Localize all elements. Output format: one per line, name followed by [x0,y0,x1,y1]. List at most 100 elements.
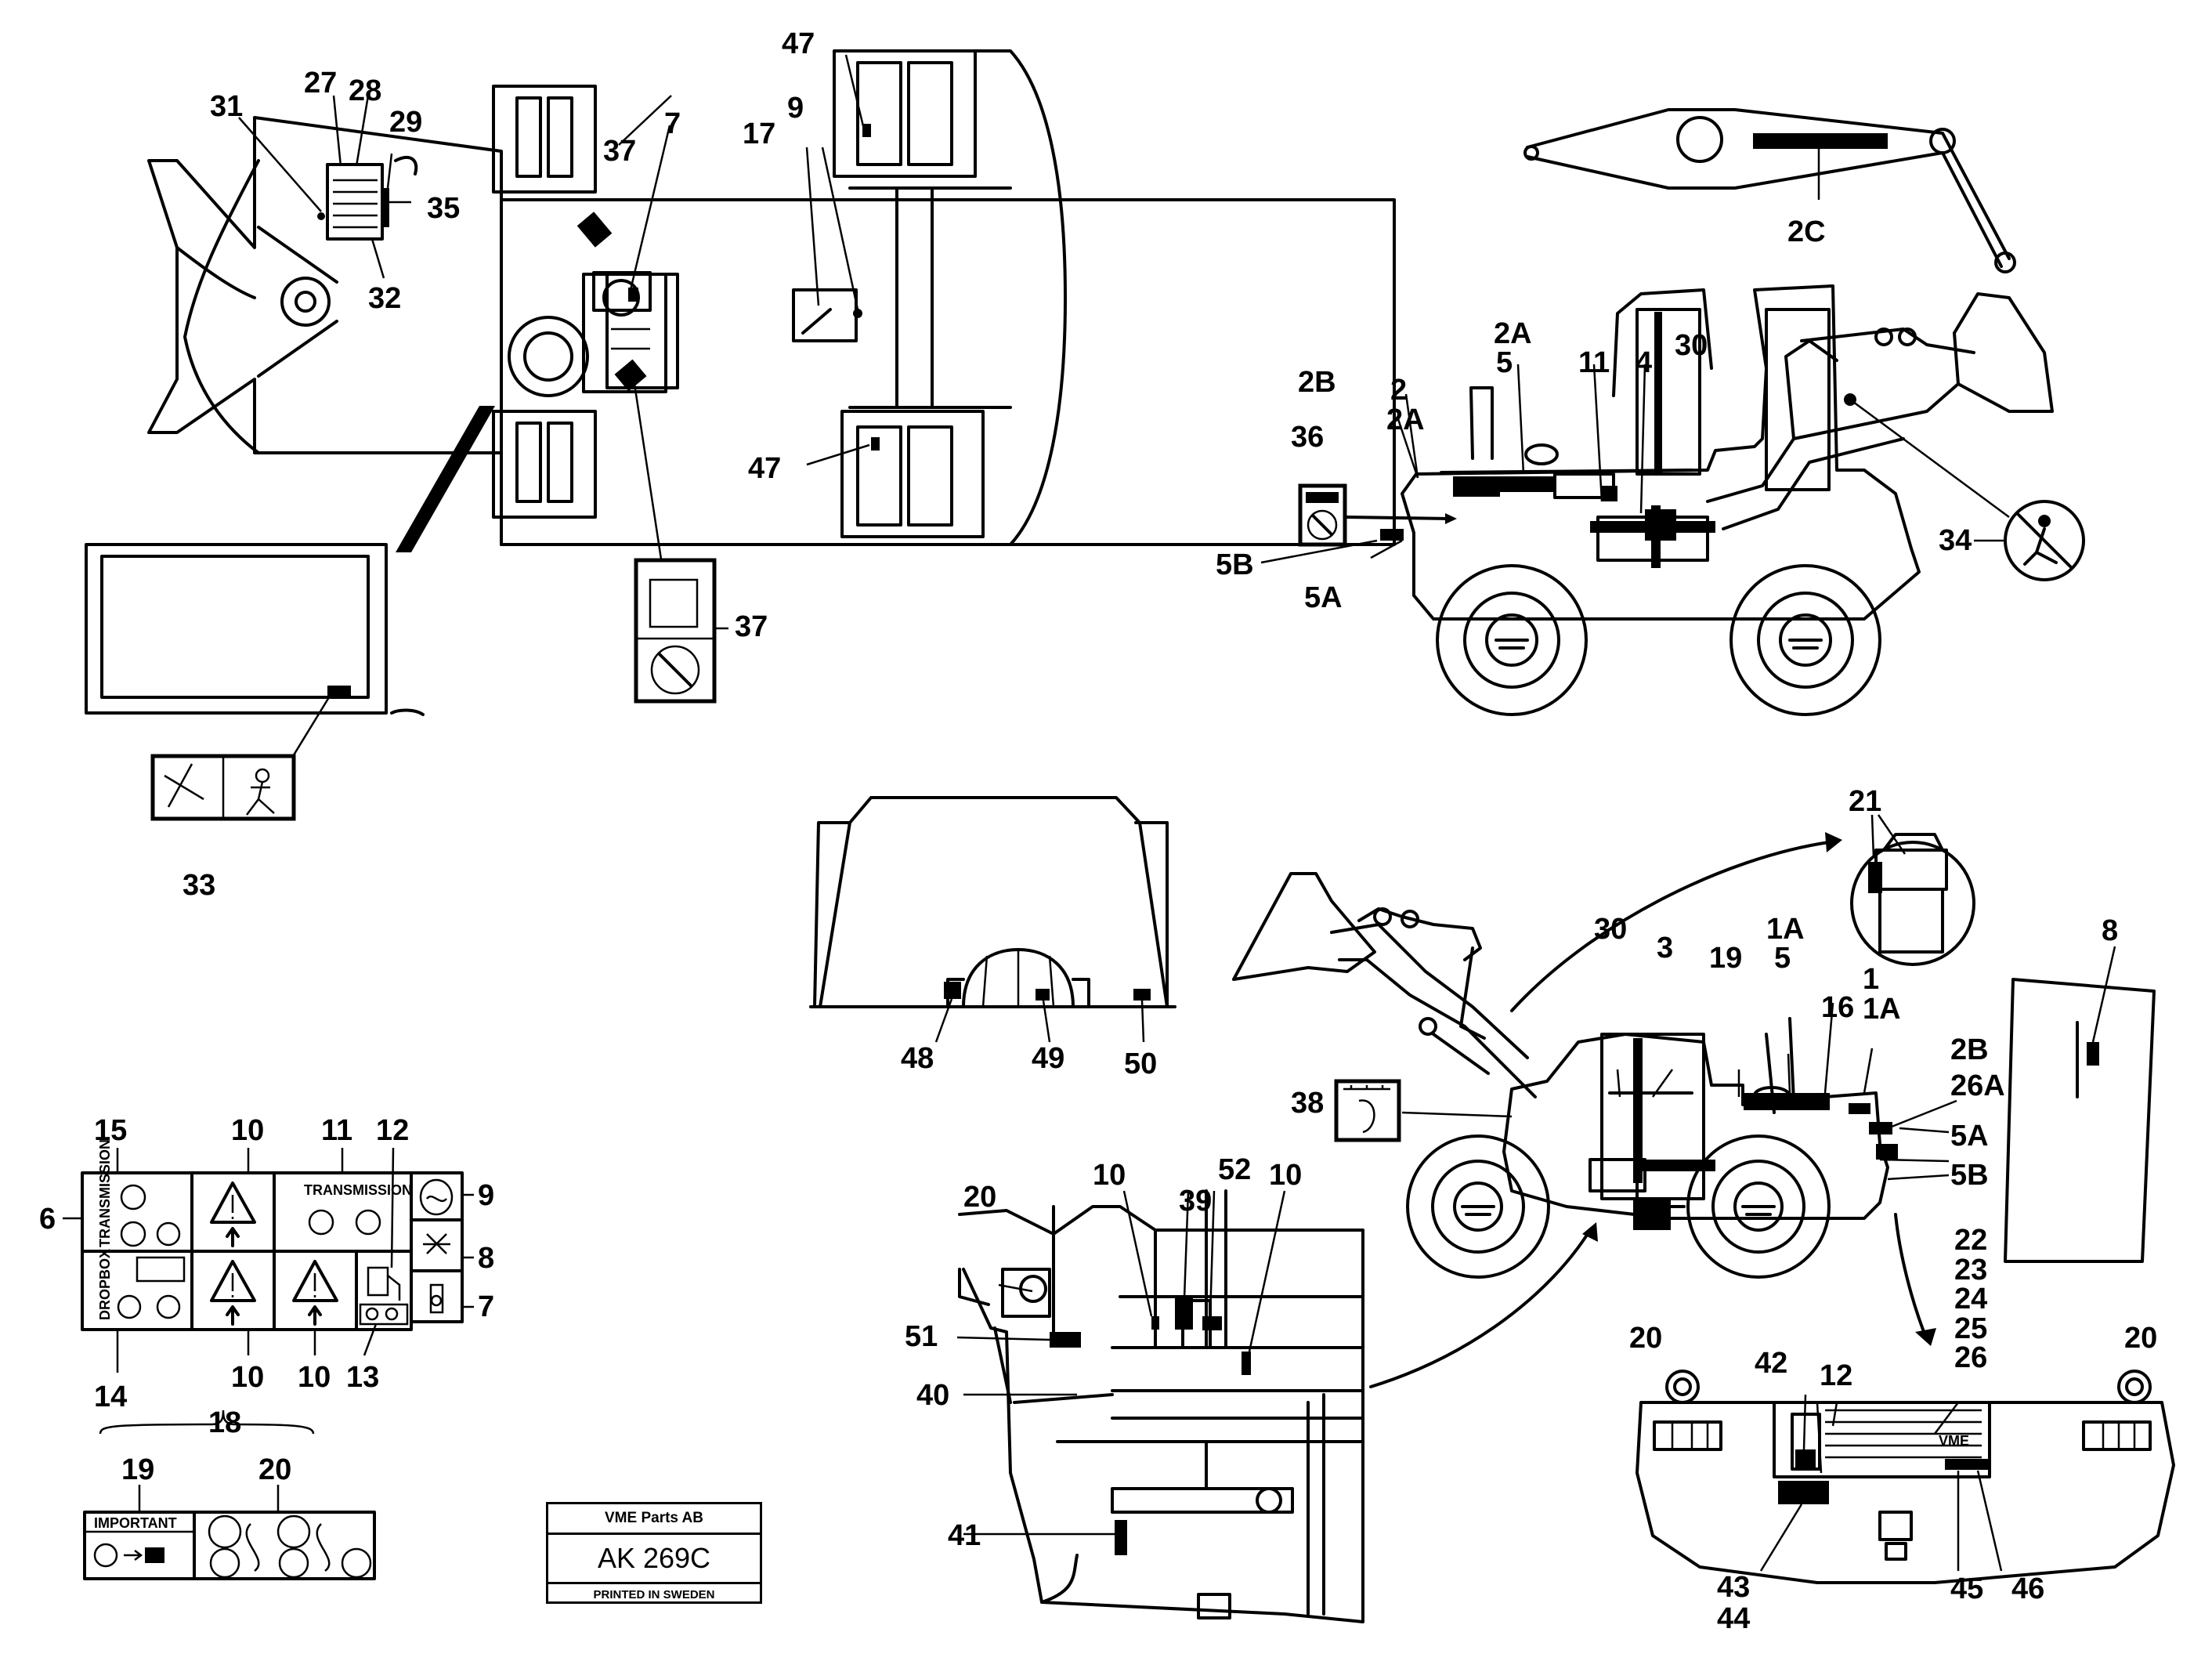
label-5b-top: 5B [1216,548,1254,581]
title-block: VME Parts AB AK 269C PRINTED IN SWEDEN [546,1502,762,1604]
label-44: 44 [1717,1602,1750,1635]
label-8-door: 8 [2102,914,2118,947]
label-27: 27 [304,67,337,100]
decal-grid [63,1147,474,1373]
label-30-top: 30 [1675,329,1708,362]
label-8-decal: 8 [478,1242,494,1275]
label-16: 16 [1821,991,1854,1024]
label-19-b: 19 [1709,942,1742,975]
label-18: 18 [208,1406,241,1439]
label-35: 35 [427,192,460,225]
label-31: 31 [210,90,243,123]
label-5a-b: 5A [1950,1120,1989,1153]
label-49: 49 [1032,1042,1064,1075]
label-3: 3 [1657,932,1673,964]
decal-dropbox: DROPBOX [97,1249,113,1320]
label-33: 33 [183,869,215,902]
label-10-bottom-2: 10 [298,1361,331,1394]
label-12-decal: 12 [376,1114,409,1147]
label-10-frame-2: 10 [1269,1159,1302,1192]
counterweight-rear [1636,1370,2175,1584]
label-10-top: 10 [231,1114,264,1147]
label-1a-top: 1A [1766,913,1805,946]
label-10-frame-1: 10 [1093,1159,1126,1192]
title-company: VME Parts AB [548,1504,760,1535]
label-2c: 2C [1787,215,1826,248]
label-50: 50 [1124,1048,1157,1080]
label-14: 14 [94,1381,127,1413]
label-23: 23 [1954,1254,1987,1286]
label-36: 36 [1291,421,1324,454]
label-45: 45 [1950,1572,1983,1605]
label-42: 42 [1755,1347,1787,1380]
label-4: 4 [1636,346,1652,379]
label-20-frame: 20 [963,1181,996,1214]
label-17: 17 [743,118,775,150]
label-9-top: 9 [787,92,804,125]
label-24: 24 [1954,1283,1987,1315]
label-28: 28 [349,74,381,107]
label-38: 38 [1291,1087,1324,1120]
decal-texts: TRANSMISSION TRANSMISSION DROPBOX IMPORT… [94,1139,1969,1531]
title-code: AK 269C [548,1535,760,1584]
label-51: 51 [905,1320,938,1353]
label-5a-top: 5A [1304,581,1343,614]
label-30-b: 30 [1594,913,1627,946]
label-46: 46 [2011,1572,2044,1605]
loader-side-view-left [1260,284,2085,716]
label-22: 22 [1954,1224,1987,1257]
label-20-left: 20 [1629,1322,1662,1355]
label-5-b: 5 [1774,942,1791,975]
label-6: 6 [39,1203,56,1236]
label-1: 1 [1863,963,1879,996]
label-20-right: 20 [2124,1322,2157,1355]
label-40: 40 [916,1379,949,1412]
label-47-bottom: 47 [748,452,781,485]
decal-transmission-side: TRANSMISSION [97,1139,113,1247]
label-34: 34 [1939,524,1972,557]
label-32: 32 [368,282,401,315]
label-29: 29 [389,106,422,139]
label-37-top: 37 [603,135,636,168]
label-9-decal: 9 [478,1179,494,1212]
label-7-decal: 7 [478,1290,494,1323]
label-2-top: 2 [1390,374,1407,407]
label-2b-top: 2B [1298,366,1336,399]
decal-18-group [83,1409,376,1580]
label-10-bottom-1: 10 [231,1361,264,1394]
rear-view-counterweight [809,796,1176,1043]
label-12-rear: 12 [1820,1359,1852,1392]
frame-side-detail [956,1189,1364,1623]
cab-door-detail [85,406,495,821]
decal-transmission-main: TRANSMISSION [304,1182,412,1198]
label-26: 26 [1954,1341,1987,1374]
callout-labels: 31 27 28 29 35 32 37 7 47 17 9 47 37 33 … [39,27,2157,1635]
label-52: 52 [1218,1153,1251,1186]
decal-important: IMPORTANT [94,1515,177,1531]
decal-vme: VME [1939,1433,1969,1449]
label-47-top: 47 [782,27,815,60]
label-21: 21 [1849,785,1881,818]
title-printed: PRINTED IN SWEDEN [593,1588,715,1601]
label-2a-mid: 2A [1386,403,1425,436]
label-41: 41 [948,1519,981,1552]
loader-side-view-right [1232,814,2156,1388]
label-11-top: 11 [1578,346,1610,379]
label-1a-b: 1A [1863,993,1901,1026]
label-43: 43 [1717,1571,1750,1604]
label-15: 15 [94,1114,127,1147]
label-26a: 26A [1950,1069,2005,1102]
label-2a-top: 2A [1494,317,1532,350]
label-37-decal: 37 [735,610,768,643]
label-5-top: 5 [1496,346,1513,379]
decal-37 [634,558,728,704]
boom-side-view [1523,108,2016,273]
label-20-decal: 20 [258,1453,291,1486]
label-25: 25 [1954,1312,1987,1345]
top-view-machine [147,49,1396,565]
label-2b-b: 2B [1950,1033,1989,1066]
label-48: 48 [901,1042,934,1075]
label-5b-b: 5B [1950,1159,1989,1192]
label-39: 39 [1179,1185,1212,1218]
